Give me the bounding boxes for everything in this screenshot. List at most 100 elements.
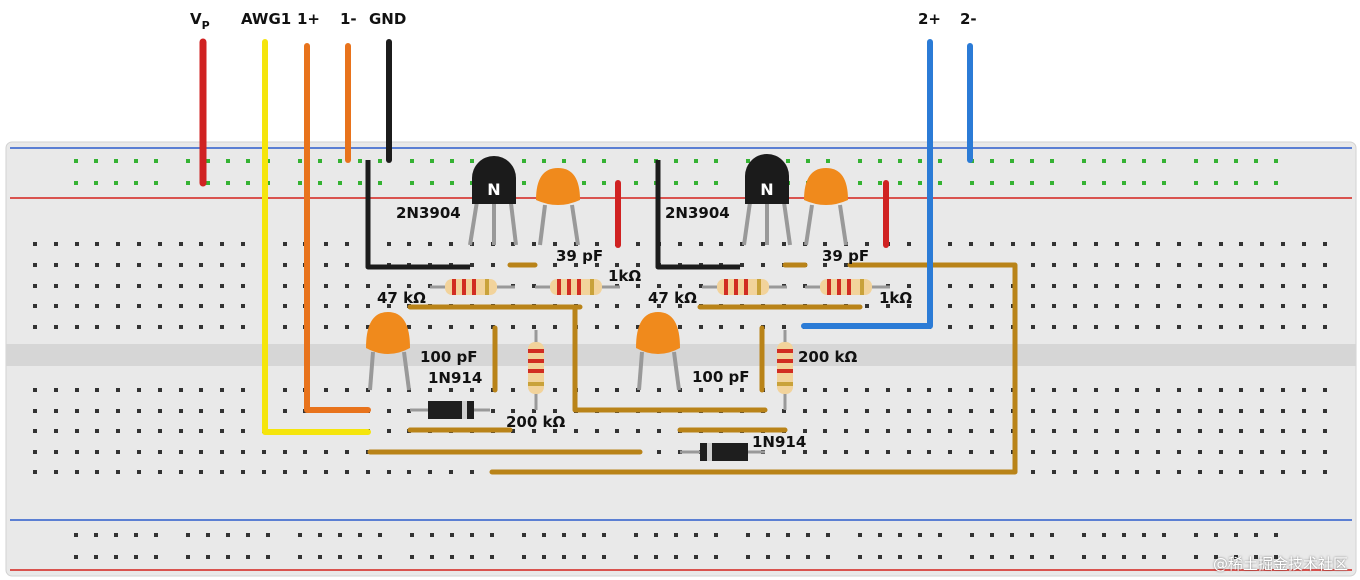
breadboard-hole: [522, 159, 526, 163]
breadboard-hole: [918, 533, 922, 537]
breadboard-hole: [1281, 470, 1285, 474]
capacitor-100pf-1: [366, 312, 411, 391]
breadboard-hole: [1156, 409, 1160, 413]
breadboard-hole: [595, 304, 599, 308]
awg1-wire: [262, 39, 371, 435]
label-r-47k-1: 47 kΩ: [377, 289, 426, 307]
breadboard-hole: [33, 325, 37, 329]
breadboard-hole: [54, 325, 58, 329]
breadboard-hole: [522, 533, 526, 537]
breadboard-hole: [134, 533, 138, 537]
breadboard-hole: [1052, 388, 1056, 392]
breadboard-hole: [1302, 409, 1306, 413]
breadboard-hole: [324, 470, 328, 474]
breadboard-hole: [542, 533, 546, 537]
breadboard-hole: [1177, 450, 1181, 454]
breadboard-hole: [878, 533, 882, 537]
jumper-wire: [572, 304, 768, 413]
breadboard-hole: [358, 555, 362, 559]
breadboard-hole: [1082, 533, 1086, 537]
breadboard-hole: [1031, 325, 1035, 329]
breadboard-hole: [918, 555, 922, 559]
breadboard-hole: [1122, 555, 1126, 559]
breadboard-hole: [1302, 242, 1306, 246]
breadboard-hole: [844, 409, 848, 413]
breadboard-hole: [699, 242, 703, 246]
gnd-jumper: [365, 160, 470, 270]
breadboard-hole: [969, 284, 973, 288]
breadboard-hole: [990, 284, 994, 288]
breadboard-hole: [75, 409, 79, 413]
breadboard-hole: [969, 325, 973, 329]
breadboard-hole: [1219, 450, 1223, 454]
breadboard-hole: [740, 388, 744, 392]
breadboard-hole: [345, 388, 349, 392]
breadboard-hole: [95, 325, 99, 329]
breadboard-hole: [907, 284, 911, 288]
breadboard-hole: [246, 555, 250, 559]
breadboard-hole: [1239, 470, 1243, 474]
breadboard-hole: [766, 533, 770, 537]
breadboard-hole: [1302, 470, 1306, 474]
breadboard-hole: [283, 242, 287, 246]
breadboard-hole: [746, 159, 750, 163]
breadboard-hole: [674, 533, 678, 537]
label-d1: 1N914: [428, 369, 482, 387]
breadboard-hole: [1031, 388, 1035, 392]
breadboard-hole: [116, 263, 120, 267]
breadboard-hole: [199, 470, 203, 474]
breadboard-hole: [562, 555, 566, 559]
breadboard-hole: [303, 450, 307, 454]
breadboard-hole: [1302, 388, 1306, 392]
ch1-pos-wire: [304, 43, 371, 413]
breadboard-hole: [206, 533, 210, 537]
vp-main: V: [190, 10, 202, 28]
breadboard-hole: [54, 263, 58, 267]
breadboard-hole: [241, 429, 245, 433]
breadboard-hole: [553, 263, 557, 267]
breadboard-hole: [134, 159, 138, 163]
breadboard-hole: [918, 181, 922, 185]
breadboard-hole: [114, 555, 118, 559]
breadboard-hole: [878, 181, 882, 185]
breadboard-hole: [1115, 450, 1119, 454]
breadboard-hole: [938, 159, 942, 163]
breadboard-hole: [636, 284, 640, 288]
breadboard-hole: [948, 325, 952, 329]
breadboard-hole: [562, 159, 566, 163]
breadboard-hole: [823, 263, 827, 267]
breadboard-hole: [1073, 470, 1077, 474]
breadboard-hole: [179, 263, 183, 267]
breadboard-hole: [199, 263, 203, 267]
breadboard-hole: [470, 159, 474, 163]
breadboard-hole: [844, 429, 848, 433]
watermark: @稀土掘金技术社区: [1212, 555, 1348, 573]
label-c-39pf-2: 39 pF: [822, 247, 869, 265]
breadboard-hole: [1031, 450, 1035, 454]
breadboard-hole: [283, 263, 287, 267]
breadboard-hole: [1323, 263, 1327, 267]
breadboard-hole: [1135, 263, 1139, 267]
breadboard-hole: [94, 533, 98, 537]
breadboard-hole: [137, 263, 141, 267]
breadboard-hole: [1031, 470, 1035, 474]
breadboard-hole: [1302, 263, 1306, 267]
breadboard-hole: [430, 555, 434, 559]
breadboard-hole: [1135, 429, 1139, 433]
breadboard-hole: [1052, 242, 1056, 246]
breadboard-hole: [410, 159, 414, 163]
breadboard-hole: [582, 533, 586, 537]
breadboard-hole: [226, 181, 230, 185]
breadboard-hole: [95, 388, 99, 392]
breadboard-hole: [1156, 388, 1160, 392]
breadboard-hole: [511, 409, 515, 413]
breadboard-hole: [303, 470, 307, 474]
breadboard-hole: [699, 325, 703, 329]
breadboard-hole: [387, 284, 391, 288]
breadboard-hole: [206, 181, 210, 185]
breadboard-hole: [803, 429, 807, 433]
breadboard-hole: [1115, 470, 1119, 474]
breadboard-hole: [1177, 284, 1181, 288]
breadboard-hole: [358, 533, 362, 537]
breadboard-hole: [33, 242, 37, 246]
